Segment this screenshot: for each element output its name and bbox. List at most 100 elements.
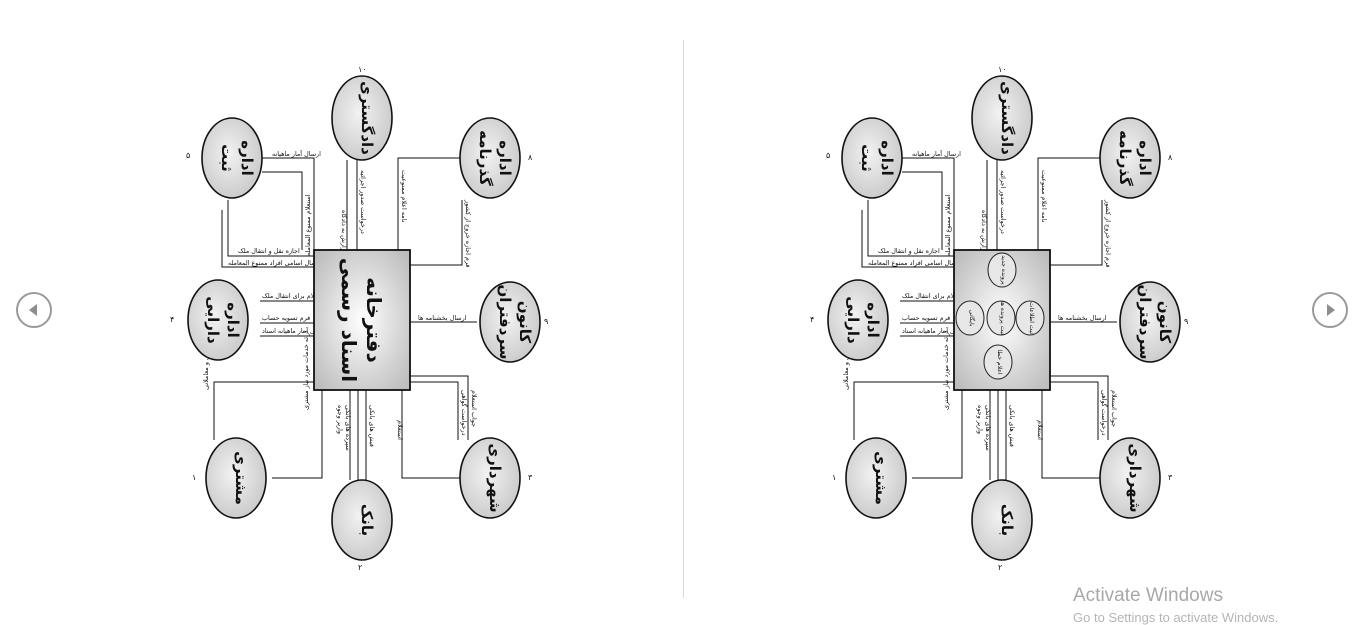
svg-text:اداره: اداره xyxy=(238,140,256,175)
center-process-subtitle: اسناد رسمی xyxy=(337,258,361,382)
entity-finance-office: اداره دارایی ۴ xyxy=(170,279,249,361)
svg-text:گذرنامه: گذرنامه xyxy=(1116,130,1134,186)
flow-label: اجازه نقل و انتقال ملک xyxy=(878,247,940,255)
flow-label: فرم اجازه خروج از کشور xyxy=(464,199,472,267)
svg-text:۱۰: ۱۰ xyxy=(358,65,367,74)
flow-label: سپرده های بانکی xyxy=(344,405,352,451)
flow-label: استعلام ممنوع المعامله xyxy=(304,194,312,256)
page-divider xyxy=(683,40,684,598)
context-diagram-left: ارسال آمار ماهیانه استعلام ممنوع المعامل… xyxy=(170,65,548,572)
svg-text:۸: ۸ xyxy=(528,153,533,162)
svg-text:مشتری: مشتری xyxy=(872,451,890,505)
svg-text:۸: ۸ xyxy=(1168,153,1173,162)
svg-text:اداره: اداره xyxy=(1136,140,1154,175)
next-slide-button[interactable] xyxy=(1312,292,1348,328)
flow-label: استعلام برای انتقال ملک xyxy=(262,292,327,300)
svg-text:۵: ۵ xyxy=(186,151,190,160)
subprocess-archive xyxy=(955,300,985,336)
flow-label: ارسال اسامی افراد ممنوع المعامله xyxy=(868,259,962,267)
flow-label: ارسال آمار ماهیانه اسناد xyxy=(262,326,327,335)
svg-text:شهرداری: شهرداری xyxy=(1126,443,1144,512)
svg-text:۹: ۹ xyxy=(544,317,548,326)
flow-label: ارسال آمار ماهیانه xyxy=(272,149,321,158)
entity-registry-office: اداره ثبت ۵ xyxy=(826,117,903,199)
flow-label: ارسال آمار ماهیانه xyxy=(912,149,961,158)
svg-text:۵: ۵ xyxy=(826,151,830,160)
entity-passport-office: اداره گذرنامه ۸ xyxy=(1099,117,1173,199)
flow-label: فیش های بانکی xyxy=(1008,405,1016,447)
entity-court: دادگستری ۱۰ xyxy=(331,65,393,161)
center-process-box xyxy=(313,249,411,391)
svg-text:دارایی: دارایی xyxy=(204,296,222,344)
activation-watermark-title: Activate Windows xyxy=(1073,585,1223,606)
flow-lines xyxy=(853,157,1117,480)
diagram-page-right: ارسال آمار ماهیانه استعلام ممنوع المعامل… xyxy=(802,60,1202,580)
flow-label: فرم تسویه حساب xyxy=(902,314,950,322)
flow-label: ارسال گزارش به دادگاه xyxy=(980,210,988,273)
entity-bank: بانک ۲ xyxy=(971,479,1033,572)
svg-text:مشتری: مشتری xyxy=(232,451,250,505)
flow-label: استعلام ممنوع المعامله xyxy=(944,194,952,256)
svg-text:بانک: بانک xyxy=(998,504,1016,536)
flow-label: استعلام برای انتقال ملک xyxy=(902,292,967,300)
svg-text:اداره: اداره xyxy=(224,302,242,337)
diagram-page-left: ارسال آمار ماهیانه استعلام ممنوع المعامل… xyxy=(162,60,562,580)
svg-text:پرونده جدید: پرونده جدید xyxy=(1000,255,1007,285)
svg-text:بایگانی: بایگانی xyxy=(968,310,976,327)
entity-customer: مشتری ۱ xyxy=(192,437,267,519)
flow-label: فرم اجازه خروج از کشور xyxy=(1104,199,1112,267)
flow-label: فیش های بانکی xyxy=(368,405,376,447)
entity-finance-office: اداره دارایی ۴ xyxy=(810,279,889,361)
svg-text:ثبت اطلاعات: ثبت اطلاعات xyxy=(1028,302,1035,335)
flow-label: جواب استعلام xyxy=(470,390,478,427)
entity-notaries-association: کانون سردفتران ۹ xyxy=(1119,281,1188,363)
svg-text:ثبت پرونده ها: ثبت پرونده ها xyxy=(999,301,1006,335)
svg-text:گذرنامه: گذرنامه xyxy=(476,130,494,186)
svg-text:۲: ۲ xyxy=(358,563,362,572)
flow-label: واریز وجوه xyxy=(336,405,344,434)
flow-label: ارسال آمار ماهیانه اسناد xyxy=(902,326,967,335)
svg-text:۴: ۴ xyxy=(810,315,814,324)
flow-label: استعلام xyxy=(1036,420,1044,440)
svg-text:۲: ۲ xyxy=(998,563,1002,572)
svg-text:دارایی: دارایی xyxy=(844,296,862,344)
svg-text:اداره: اداره xyxy=(864,302,882,337)
subprocess-group: پرونده جدید ثبت اطلاعات ثبت پرونده ها با… xyxy=(955,252,1045,380)
previous-slide-button[interactable] xyxy=(16,292,52,328)
flow-label: فرم تسویه حساب xyxy=(262,314,310,322)
flow-label: ارسال بخشنامه ها xyxy=(418,314,467,322)
svg-text:۱۰: ۱۰ xyxy=(998,65,1007,74)
subprocess-register-files xyxy=(986,300,1016,336)
svg-text:۳: ۳ xyxy=(1168,473,1173,482)
subprocess-new-file xyxy=(987,252,1017,288)
svg-text:۳: ۳ xyxy=(528,473,533,482)
flow-label: درخواست صدور اجرائیه xyxy=(359,170,367,234)
svg-text:۱: ۱ xyxy=(192,473,196,482)
svg-text:۱: ۱ xyxy=(832,473,836,482)
flow-label: درخواست صدور اجرائیه xyxy=(999,170,1007,234)
chevron-right-icon xyxy=(1327,304,1335,316)
flow-label: درخواست گواهی xyxy=(460,390,468,436)
svg-text:اعلام خطا: اعلام خطا xyxy=(996,350,1003,375)
entity-customer: مشتری ۱ xyxy=(832,437,907,519)
entity-notaries-association: کانون سردفتران ۹ xyxy=(479,281,548,363)
flow-label: درخواست گواهی xyxy=(1100,390,1108,436)
svg-text:شهرداری: شهرداری xyxy=(486,443,504,512)
flow-lines xyxy=(213,157,477,480)
flow-label: استعلام xyxy=(396,420,404,440)
activation-watermark-subtitle: Go to Settings to activate Windows. xyxy=(1073,610,1279,625)
flow-label: ارسال اسامی افراد ممنوع المعامله xyxy=(228,259,322,267)
svg-text:دادگستری: دادگستری xyxy=(998,81,1016,155)
subprocess-error-report xyxy=(983,344,1013,380)
flow-label: نامه اعلام ممنوعیت xyxy=(1040,170,1048,223)
flow-label: ارسال گزارش به دادگاه xyxy=(340,210,348,273)
entity-court: دادگستری ۱۰ xyxy=(971,65,1033,161)
svg-text:دادگستری: دادگستری xyxy=(358,81,376,155)
svg-text:کانون: کانون xyxy=(1156,301,1174,343)
svg-text:۴: ۴ xyxy=(170,315,174,324)
flow-label: سپرده های بانکی xyxy=(984,405,992,451)
svg-text:۹: ۹ xyxy=(1184,317,1188,326)
svg-text:سردفتران: سردفتران xyxy=(496,285,514,360)
entity-municipality: شهرداری ۳ xyxy=(1099,437,1173,519)
center-process-title: دفترخانه xyxy=(362,277,386,363)
